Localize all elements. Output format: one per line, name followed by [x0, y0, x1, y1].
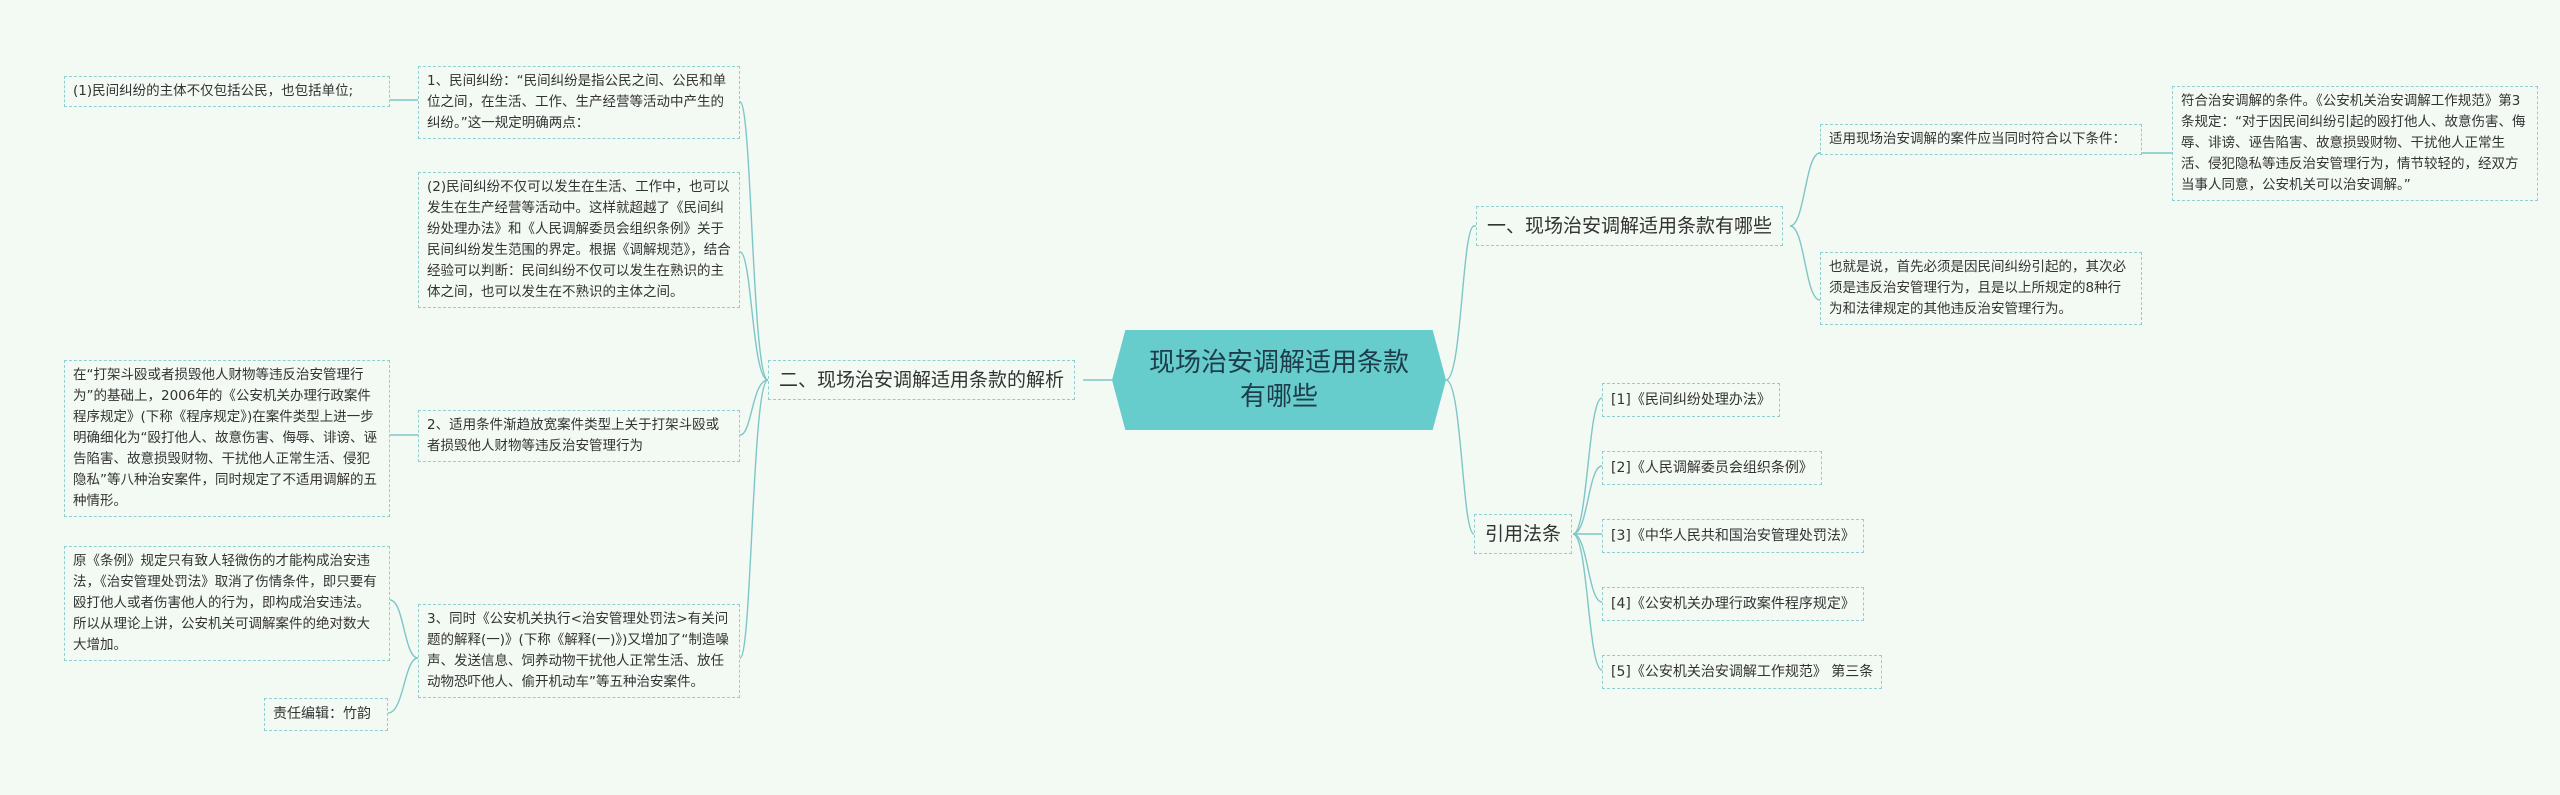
- node-mediation-rule[interactable]: 符合治安调解的条件。《公安机关治安调解工作规范》第3条规定：“对于因民间纠纷引起…: [2172, 86, 2538, 201]
- ref-item[interactable]: [2]《人民调解委员会组织条例》: [1602, 451, 1822, 485]
- node-civil-dispute[interactable]: 1、民间纠纷：“民间纠纷是指公民之间、公民和单位之间，在生活、工作、生产经营等活…: [418, 66, 740, 139]
- ref-item[interactable]: [4]《公安机关办理行政案件程序规定》: [1602, 587, 1864, 621]
- node-dispute-subjects[interactable]: (1)民间纠纷的主体不仅包括公民，也包括单位;: [64, 76, 390, 107]
- node-conditions-intro[interactable]: 适用现场治安调解的案件应当同时符合以下条件：: [1820, 124, 2142, 155]
- node-procedure-rules[interactable]: 在“打架斗殴或者损毁他人财物等违反治安管理行为”的基础上，2006年的《公安机关…: [64, 360, 390, 517]
- branch-cited-laws[interactable]: 引用法条: [1474, 514, 1573, 554]
- node-dispute-scope[interactable]: (2)民间纠纷不仅可以发生在生活、工作中，也可以发生在生产经营等活动中。这样就超…: [418, 172, 740, 308]
- node-conditions-summary[interactable]: 也就是说，首先必须是因民间纠纷引起的，其次必须是违反治安管理行为，且是以上所规定…: [1820, 252, 2142, 325]
- ref-item[interactable]: [1]《民间纠纷处理办法》: [1602, 383, 1780, 417]
- branch-analysis[interactable]: 二、现场治安调解适用条款的解析: [768, 360, 1076, 400]
- branch-applicable-clauses[interactable]: 一、现场治安调解适用条款有哪些: [1476, 206, 1784, 246]
- node-injury-condition[interactable]: 原《条例》规定只有致人轻微伤的才能构成治安违法，《治安管理处罚法》取消了伤情条件…: [64, 546, 390, 661]
- node-conditions-relaxed[interactable]: 2、适用条件渐趋放宽案件类型上关于打架斗殴或者损毁他人财物等违反治安管理行为: [418, 410, 740, 462]
- node-interpretation[interactable]: 3、同时《公安机关执行<治安管理处罚法>有关问题的解释(一)》(下称《解释(一)…: [418, 604, 740, 698]
- ref-item[interactable]: [3]《中华人民共和国治安管理处罚法》: [1602, 519, 1864, 553]
- central-topic[interactable]: 现场治安调解适用条款有哪些: [1112, 330, 1446, 430]
- editor-credit: 责任编辑：竹韵: [264, 698, 388, 731]
- ref-item[interactable]: [5]《公安机关治安调解工作规范》 第三条: [1602, 655, 1883, 689]
